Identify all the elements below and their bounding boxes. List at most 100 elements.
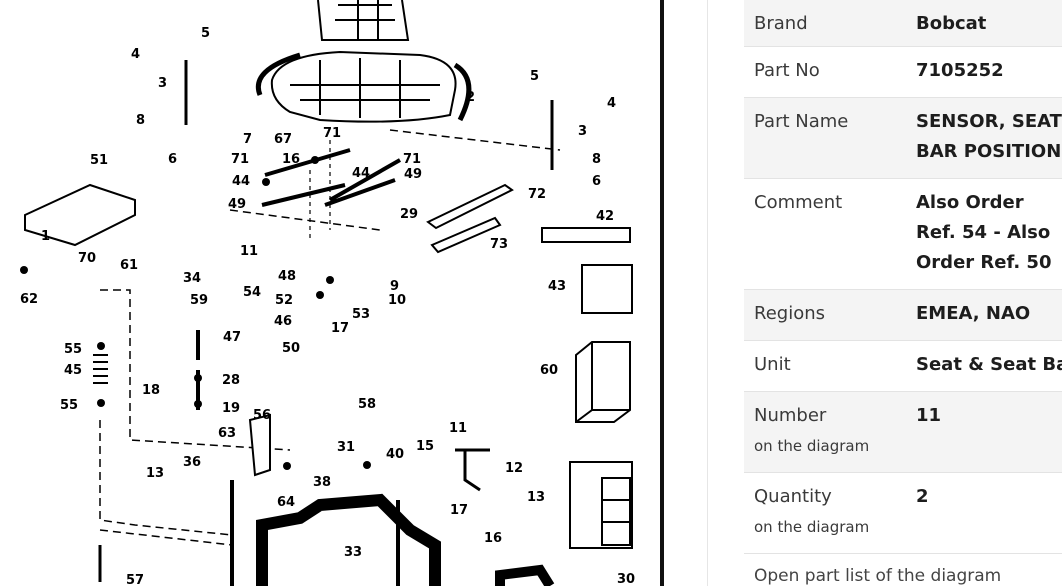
svg-text:48: 48 (278, 269, 296, 284)
regions-label: Regions (754, 303, 825, 324)
part-no-value: 7105252 (916, 60, 1004, 81)
svg-text:2: 2 (466, 90, 475, 105)
svg-text:19: 19 (222, 401, 240, 416)
part-name-value: SENSOR, SEAT BAR POSITION (916, 111, 1062, 162)
svg-text:73: 73 (490, 237, 508, 252)
unit-label: Unit (754, 354, 791, 375)
brand-value: Bobcat (916, 13, 987, 34)
row-number: Number on the diagram 11 (744, 392, 1062, 473)
svg-text:30: 30 (617, 572, 635, 586)
svg-text:36: 36 (183, 455, 201, 470)
svg-text:51: 51 (90, 153, 108, 168)
number-label: Number on the diagram (754, 401, 869, 461)
svg-text:55: 55 (64, 342, 82, 357)
svg-text:55: 55 (60, 398, 78, 413)
svg-text:45: 45 (64, 363, 82, 378)
part-no-label: Part No (754, 60, 820, 81)
svg-text:6: 6 (592, 174, 601, 189)
open-part-list-link[interactable]: Open part list of the diagram (754, 566, 1002, 586)
svg-text:64: 64 (277, 495, 295, 510)
svg-text:61: 61 (120, 258, 138, 273)
comment-value: Also Order Ref. 54 - Also Order Ref. 50 (916, 192, 1052, 273)
svg-text:16: 16 (282, 152, 300, 167)
svg-text:13: 13 (146, 466, 164, 481)
svg-text:40: 40 (386, 447, 404, 462)
svg-text:5: 5 (530, 69, 539, 84)
svg-text:13: 13 (527, 490, 545, 505)
svg-text:31: 31 (337, 440, 355, 455)
number-label-text: Number (754, 405, 827, 426)
svg-text:29: 29 (400, 207, 418, 222)
svg-text:43: 43 (548, 279, 566, 294)
row-quantity: Quantity on the diagram 2 (744, 473, 1062, 554)
svg-text:53: 53 (352, 307, 370, 322)
svg-text:60: 60 (540, 363, 558, 378)
svg-text:9: 9 (390, 279, 399, 294)
svg-text:8: 8 (136, 113, 145, 128)
svg-text:6: 6 (168, 152, 177, 167)
part-name-label: Part Name (754, 111, 849, 132)
svg-text:17: 17 (331, 321, 349, 336)
row-regions: Regions EMEA, NAO (744, 290, 1062, 341)
row-comment: Comment Also Order Ref. 54 - Also Order … (744, 179, 1062, 290)
brand-label: Brand (754, 13, 808, 34)
svg-text:3: 3 (158, 76, 167, 91)
svg-text:50: 50 (282, 341, 300, 356)
svg-text:33: 33 (344, 545, 362, 560)
svg-text:16: 16 (484, 531, 502, 546)
quantity-value: 2 (916, 486, 929, 507)
svg-text:56: 56 (253, 408, 271, 423)
svg-text:62: 62 (20, 292, 38, 307)
svg-text:15: 15 (416, 439, 434, 454)
quantity-sublabel: on the diagram (754, 518, 870, 536)
panel-border (707, 0, 708, 586)
svg-text:46: 46 (274, 314, 292, 329)
unit-value: Seat & Seat Bar (916, 354, 1062, 375)
number-value: 11 (916, 405, 942, 426)
svg-text:67: 67 (274, 132, 292, 147)
svg-text:49: 49 (404, 167, 422, 182)
svg-text:57: 57 (126, 573, 144, 586)
svg-text:3: 3 (578, 124, 587, 139)
svg-text:38: 38 (313, 475, 331, 490)
row-brand: Brand Bobcat (744, 0, 1062, 47)
svg-text:10: 10 (388, 293, 406, 308)
svg-text:42: 42 (596, 209, 614, 224)
svg-text:59: 59 (190, 293, 208, 308)
svg-text:70: 70 (78, 251, 96, 266)
svg-text:71: 71 (323, 126, 341, 141)
svg-text:11: 11 (240, 244, 258, 259)
regions-value: EMEA, NAO (916, 303, 1031, 324)
svg-text:4: 4 (607, 96, 616, 111)
row-part-no: Part No 7105252 (744, 47, 1062, 98)
svg-text:4: 4 (131, 47, 140, 62)
svg-text:18: 18 (142, 383, 160, 398)
svg-text:1: 1 (41, 229, 50, 244)
svg-text:47: 47 (223, 330, 241, 345)
row-unit: Unit Seat & Seat Bar (744, 341, 1062, 392)
quantity-label-text: Quantity (754, 486, 832, 507)
svg-text:44: 44 (352, 166, 370, 181)
svg-text:17: 17 (450, 503, 468, 518)
svg-text:63: 63 (218, 426, 236, 441)
svg-text:28: 28 (222, 373, 240, 388)
svg-text:54: 54 (243, 285, 261, 300)
svg-text:58: 58 (358, 397, 376, 412)
number-sublabel: on the diagram (754, 437, 870, 455)
svg-text:12: 12 (505, 461, 523, 476)
svg-text:11: 11 (449, 421, 467, 436)
svg-text:49: 49 (228, 197, 246, 212)
svg-text:72: 72 (528, 187, 546, 202)
svg-text:34: 34 (183, 271, 201, 286)
svg-text:71: 71 (231, 152, 249, 167)
svg-text:44: 44 (232, 174, 250, 189)
svg-text:8: 8 (592, 152, 601, 167)
comment-label: Comment (754, 192, 843, 213)
svg-text:71: 71 (403, 152, 421, 167)
svg-text:5: 5 (201, 26, 210, 41)
panel-divider (660, 0, 664, 586)
row-part-name: Part Name SENSOR, SEAT BAR POSITION (744, 98, 1062, 179)
